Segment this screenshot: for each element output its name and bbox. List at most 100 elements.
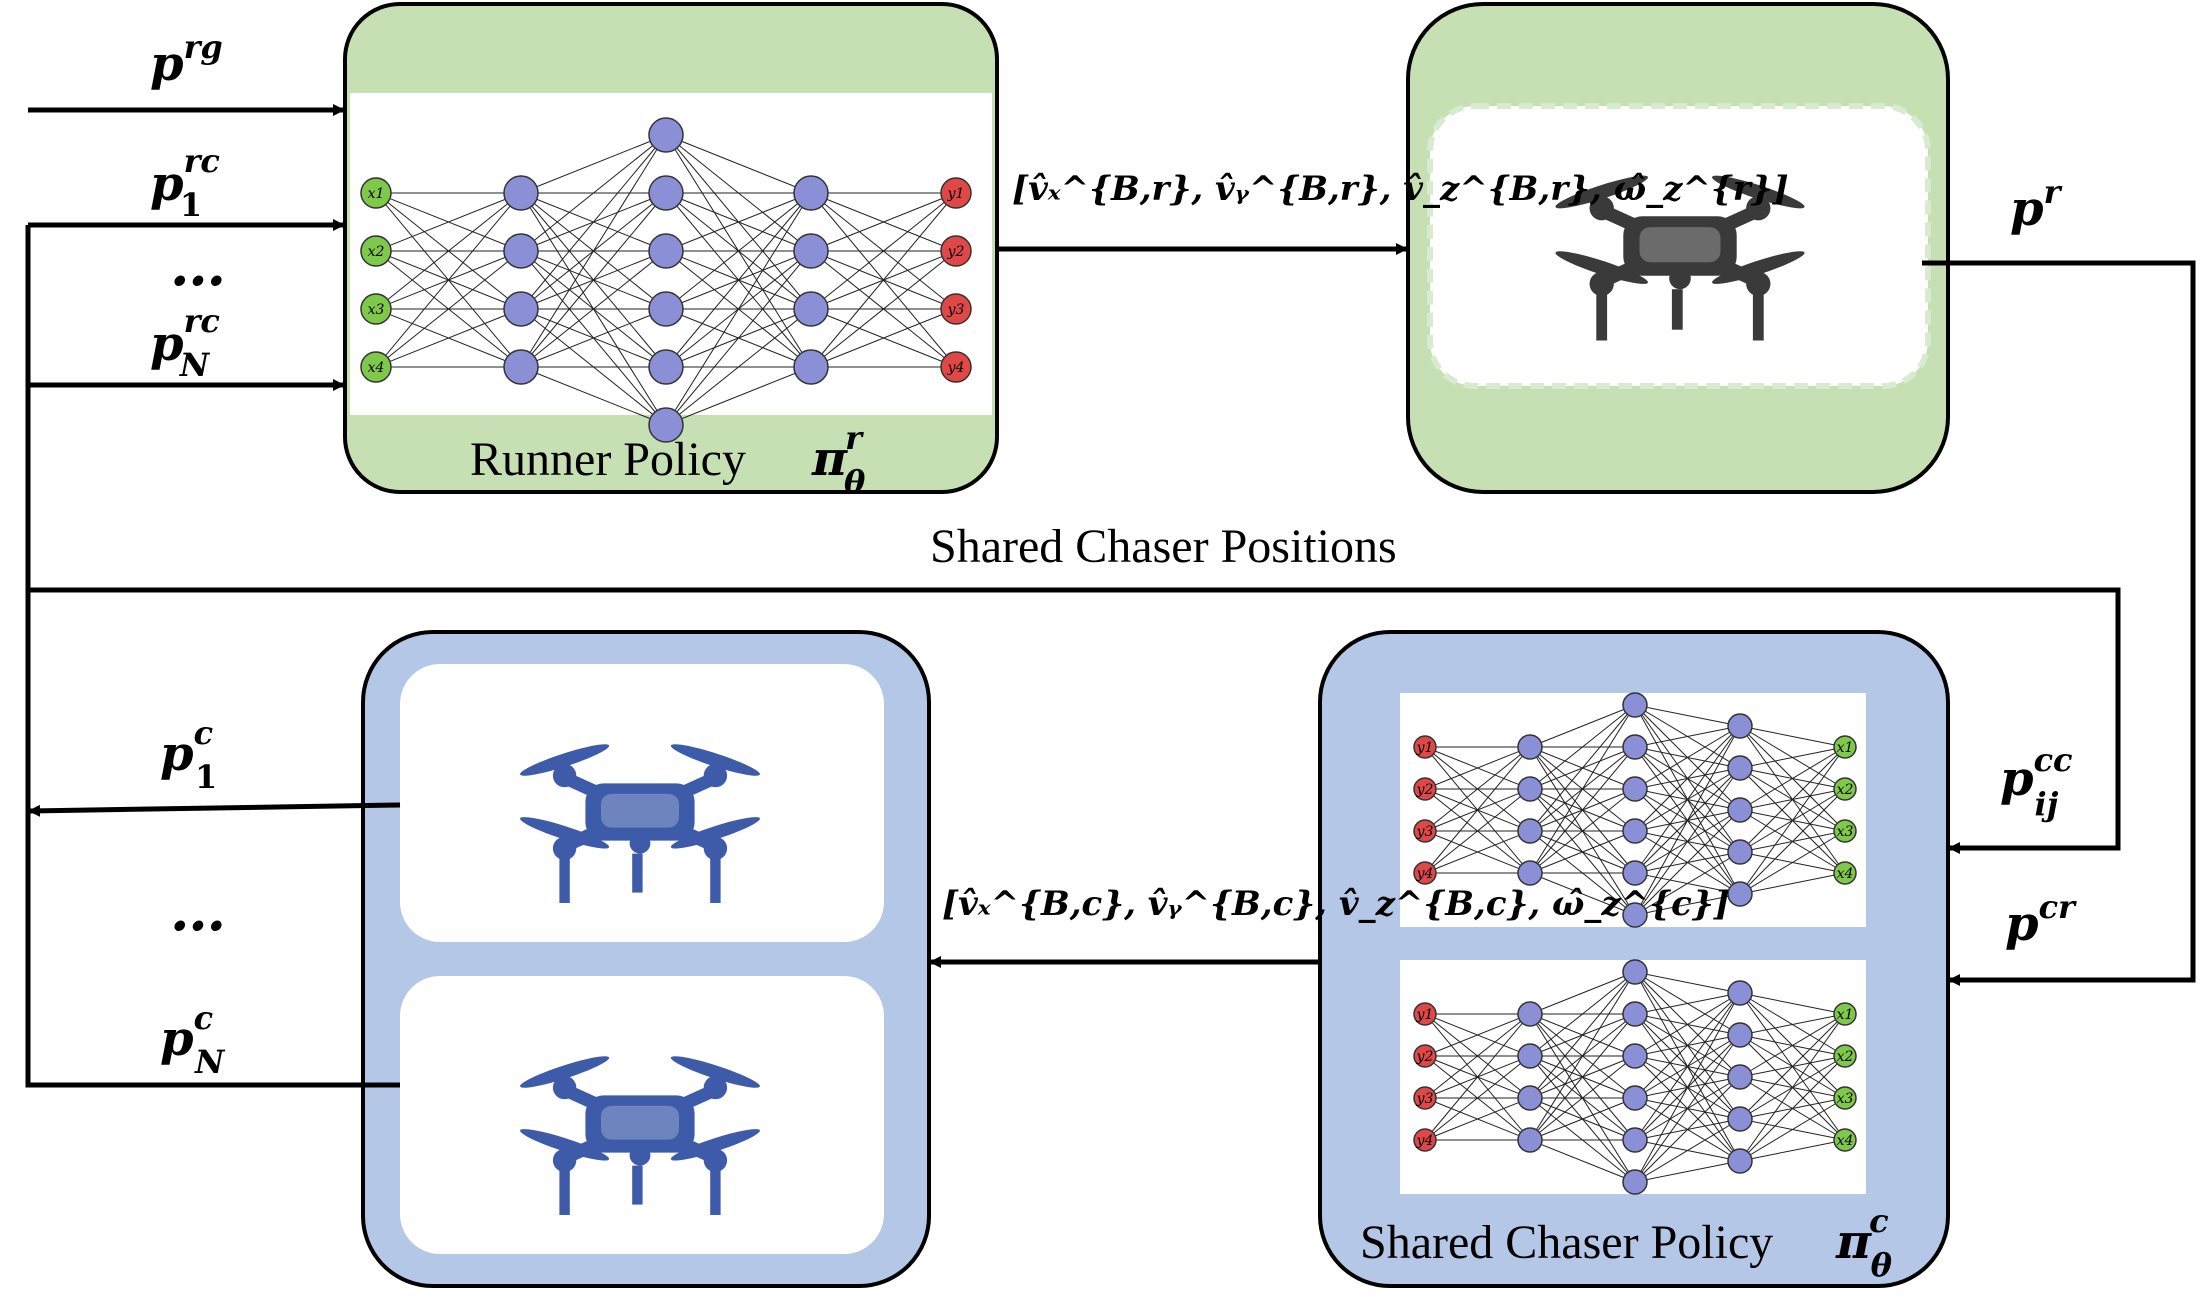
network-edge xyxy=(1424,746,1531,790)
hidden-neuron xyxy=(503,291,539,327)
arrow-p1-c xyxy=(28,802,401,817)
output-neuron xyxy=(940,293,972,325)
input-neuron xyxy=(1413,861,1437,885)
output-neuron-label: x1 xyxy=(1837,740,1854,756)
network-edge xyxy=(810,192,957,252)
network-edge xyxy=(1634,1118,1741,1183)
network-edge xyxy=(665,192,812,252)
network-edge xyxy=(1739,788,1846,895)
network-edge xyxy=(1424,1097,1531,1141)
network-edge xyxy=(1634,725,1741,790)
network-edge xyxy=(1739,746,1846,895)
network-edge xyxy=(1424,1013,1531,1057)
dots-bottom: … xyxy=(170,878,226,944)
hidden-neuron xyxy=(1622,692,1648,718)
hidden-neuron xyxy=(793,175,829,211)
network-edge xyxy=(1529,830,1636,874)
network-edge xyxy=(1634,992,1741,1015)
network-edge xyxy=(1634,725,1741,874)
hidden-neuron xyxy=(1517,734,1543,760)
network-edge xyxy=(665,366,812,426)
input-neuron-label: x4 xyxy=(368,360,385,376)
network-edge xyxy=(375,192,522,368)
network-edge xyxy=(810,250,957,368)
network-edge xyxy=(1739,992,1846,1015)
label-p-rg: prg xyxy=(150,28,223,92)
network-edge xyxy=(665,192,812,310)
hidden-neuron xyxy=(1622,902,1648,928)
network-edge xyxy=(1424,746,1531,874)
hidden-neuron xyxy=(1622,1001,1648,1027)
network-edge xyxy=(1529,872,1636,916)
network-edge xyxy=(1424,788,1531,874)
hidden-neuron xyxy=(1517,776,1543,802)
chaser-policy-title: Shared Chaser Policy xyxy=(1360,1216,1773,1269)
network-edge xyxy=(1739,746,1846,853)
input-neuron-label: y2 xyxy=(1416,782,1434,798)
network-edge xyxy=(1739,725,1846,748)
hidden-neuron xyxy=(503,175,539,211)
hidden-neuron xyxy=(1622,776,1648,802)
network-edge xyxy=(1634,809,1741,916)
network-edge xyxy=(520,134,667,310)
output-neuron-label: y2 xyxy=(947,244,965,260)
network-edge xyxy=(1424,1013,1531,1141)
network-edge xyxy=(1424,1055,1531,1141)
hidden-neuron xyxy=(1622,959,1648,985)
input-neuron xyxy=(360,177,392,209)
network-edge xyxy=(520,308,667,368)
network-edge xyxy=(665,134,812,194)
network-edge xyxy=(1739,746,1846,811)
network-edge xyxy=(1529,971,1636,1057)
hidden-neuron xyxy=(1622,1169,1648,1195)
network-edge xyxy=(375,250,522,368)
input-neuron-label: y1 xyxy=(1416,1007,1434,1023)
output-neuron-label: x2 xyxy=(1837,782,1854,798)
output-neuron xyxy=(1833,735,1857,759)
network-edge xyxy=(1634,851,1741,916)
input-neuron xyxy=(1413,1002,1437,1026)
chaser-network-canvas-2 xyxy=(1400,960,1866,1194)
input-neuron xyxy=(1413,1086,1437,1110)
network-edge xyxy=(520,250,667,368)
network-edge xyxy=(1634,992,1741,1099)
hidden-neuron xyxy=(1727,755,1753,781)
network-edge xyxy=(665,192,812,368)
shared-chaser-positions-label: Shared Chaser Positions xyxy=(930,520,1397,573)
feedback-line-left xyxy=(25,225,400,1088)
network-edge xyxy=(1529,971,1636,1015)
hidden-neuron xyxy=(648,117,684,153)
network-edge xyxy=(1529,1097,1636,1141)
network-edge xyxy=(1739,1013,1846,1036)
hidden-neuron xyxy=(1727,980,1753,1006)
input-neuron xyxy=(360,293,392,325)
network-edge xyxy=(1739,1139,1846,1162)
output-neuron xyxy=(1833,1128,1857,1152)
output-neuron-label: x3 xyxy=(1837,1091,1854,1107)
output-neuron-label: x4 xyxy=(1837,1133,1854,1149)
network-edge xyxy=(1739,746,1846,769)
hidden-neuron xyxy=(648,407,684,443)
runner-action-vector: [v̂ₓ^{B,r}, v̂ᵧ^{B,r}, v̂_z^{B,r}, ω̂_z^… xyxy=(1012,169,1789,209)
output-neuron xyxy=(940,351,972,383)
network-edge xyxy=(1424,830,1531,874)
hidden-neuron xyxy=(648,233,684,269)
hidden-neuron xyxy=(648,175,684,211)
network-edge xyxy=(810,308,957,368)
network-edge xyxy=(1529,704,1636,748)
network-edge xyxy=(810,192,957,368)
network-edge xyxy=(665,308,812,426)
input-neuron-label: y3 xyxy=(1416,1091,1434,1107)
network-edge xyxy=(1529,971,1636,1141)
network-edge xyxy=(1634,992,1741,1183)
output-neuron-label: x3 xyxy=(1837,824,1854,840)
network-edge xyxy=(810,192,957,310)
output-neuron xyxy=(1833,1086,1857,1110)
hidden-neuron xyxy=(1727,881,1753,907)
hidden-neuron xyxy=(1727,839,1753,865)
